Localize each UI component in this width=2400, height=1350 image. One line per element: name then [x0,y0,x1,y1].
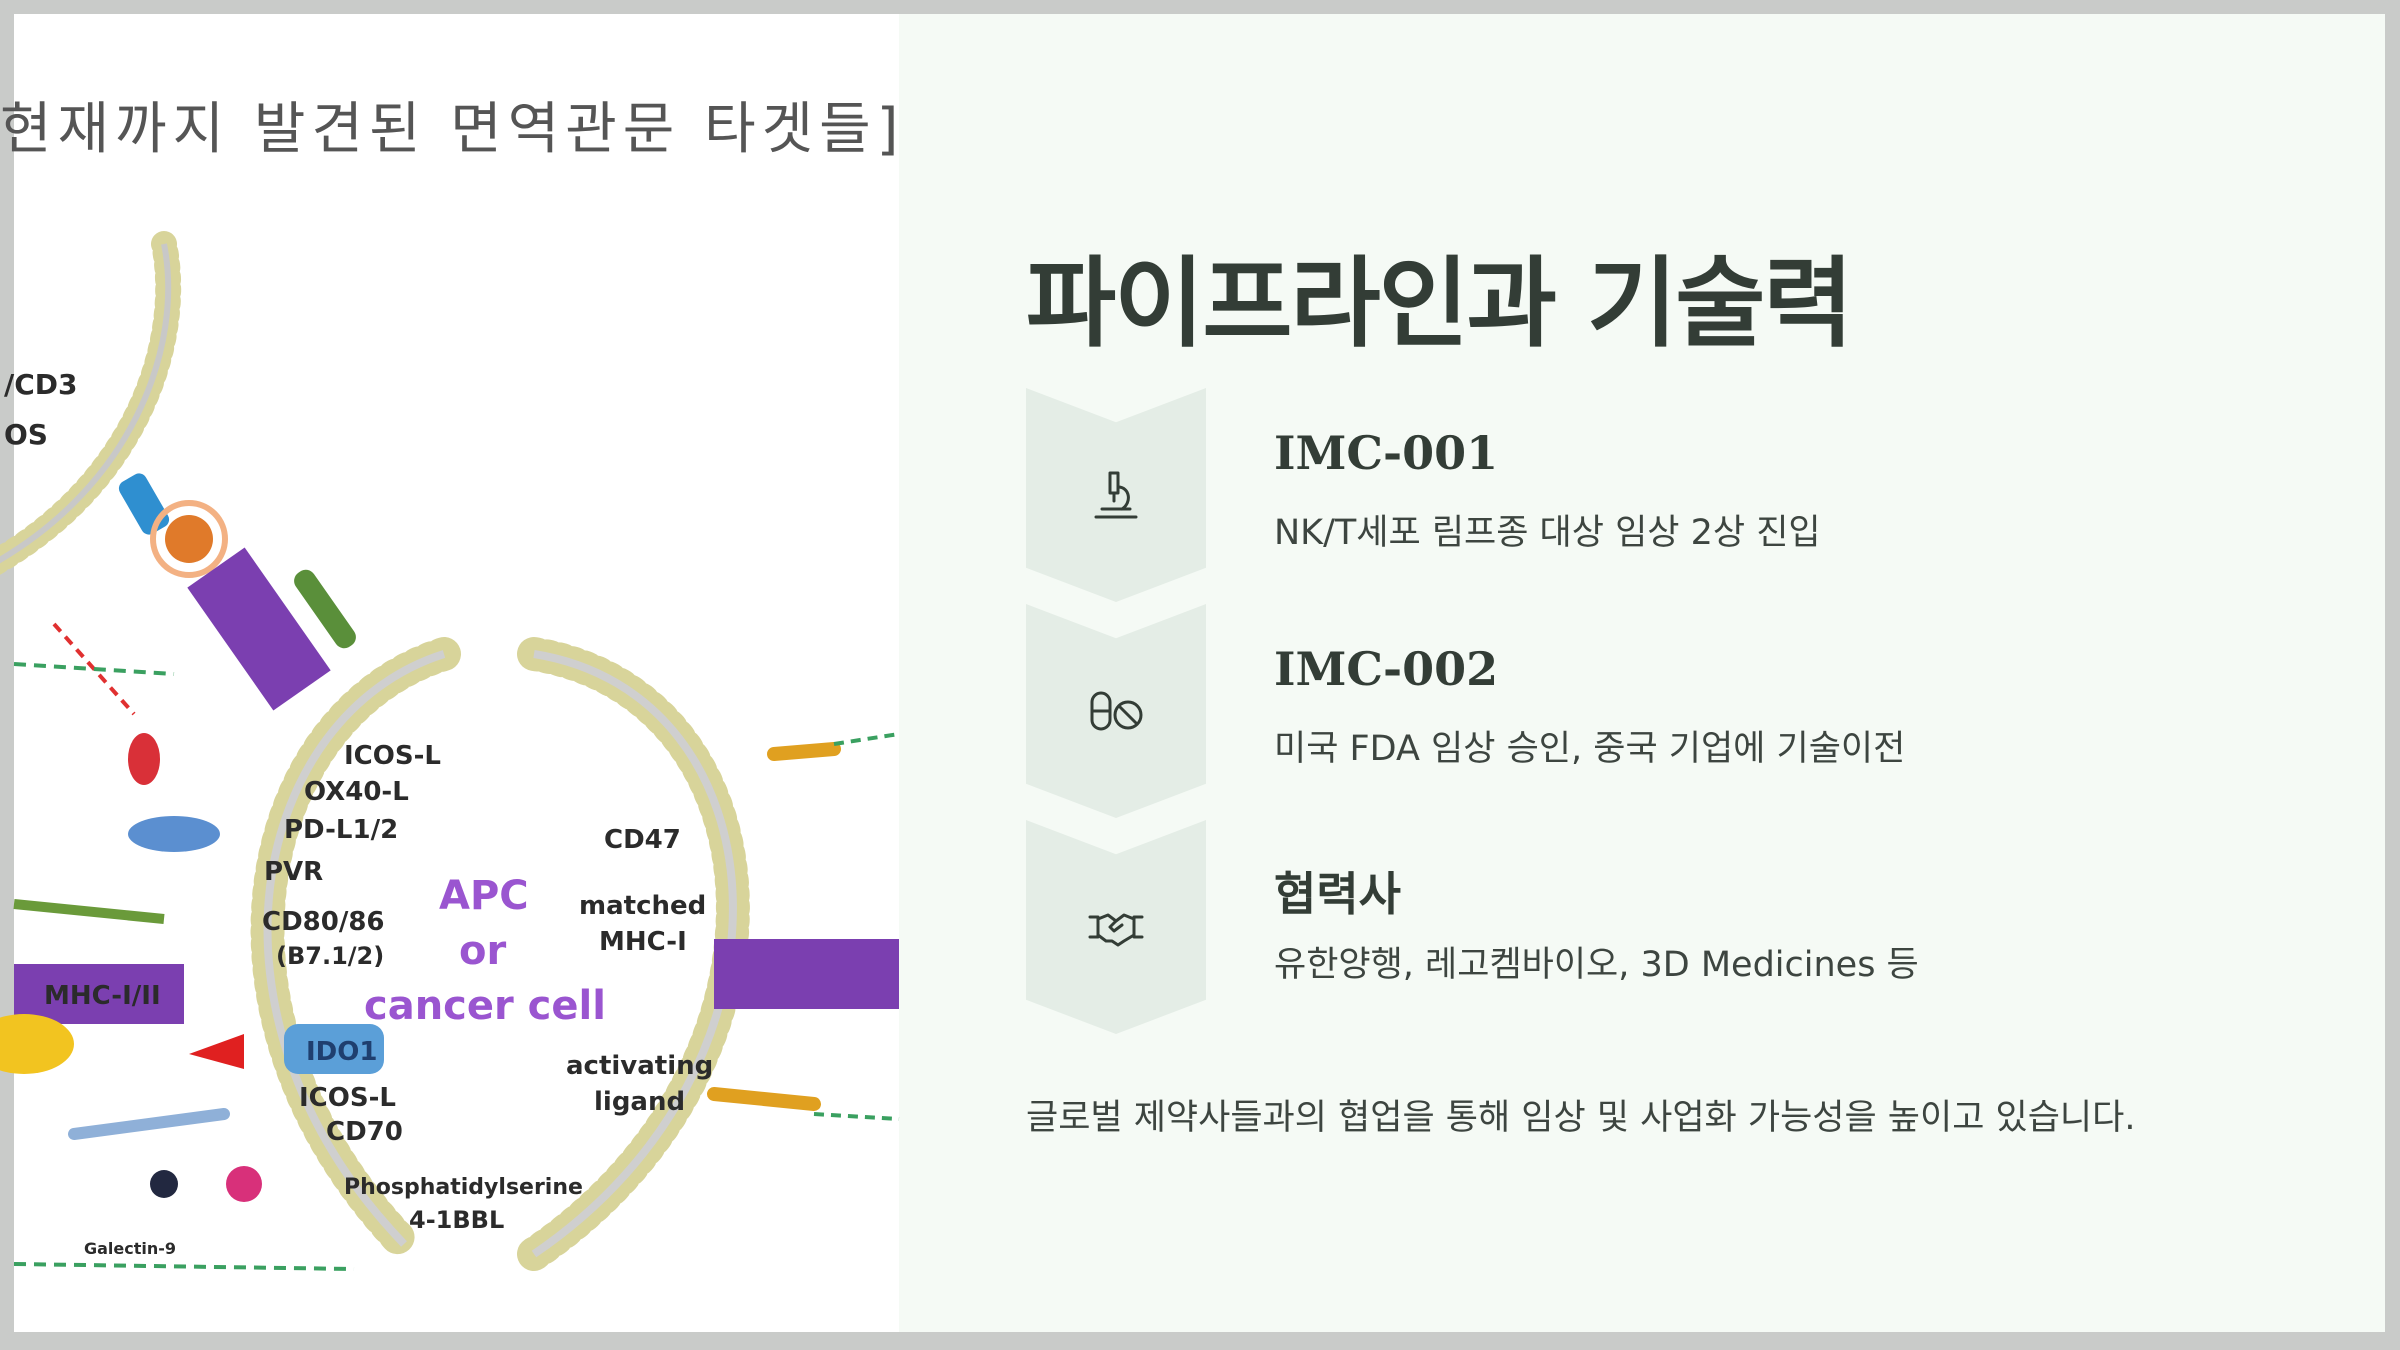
label-cd3: /CD3 [4,368,78,401]
label-activating: activating [566,1051,713,1081]
label-ox40-l: OX40-L [304,777,409,807]
label-matched: matched [579,891,706,921]
label-cd70: CD70 [326,1117,403,1147]
immune-checkpoint-diagram: 현재까지 발견된 면역관문 타겟들] [0,14,900,1332]
slide: 현재까지 발견된 면역관문 타겟들] [0,14,2385,1332]
label-4-1bbl: 4-1BBL [409,1206,504,1234]
microscope-icon [1094,471,1138,519]
handshake-icon [1088,913,1144,947]
label-mhc: MHC-I/II [44,981,161,1011]
label-galectin: Galectin-9 [84,1239,176,1258]
label-cd80-86: CD80/86 [262,907,385,937]
label-cancer-cell: cancer cell [364,983,606,1029]
label-b7: (B7.1/2) [276,942,384,970]
step-description: 유한양행, 레고켐바이오, 3D Medicines 등 [1274,945,1919,985]
label-apc: APC [439,873,529,919]
step-title: 협력사 [1274,867,1401,921]
label-ido1: IDO1 [306,1037,377,1067]
step-chevron [1026,388,1206,602]
diagram-graphic: /CD3 OS ICOS-L OX40-L PD-L1/2 PVR CD80/8… [0,231,900,1271]
label-pd-l1-2: PD-L1/2 [284,815,398,845]
pipeline-step-imc-002: IMC-002 미국 FDA 임상 승인, 중국 기업에 기술이전 [1026,604,2226,818]
label-icos-l-2: ICOS-L [299,1083,396,1113]
summary-text: 글로벌 제약사들과의 협업을 통해 임상 및 사업화 가능성을 높이고 있습니다… [1026,1098,2136,1138]
step-description: 미국 FDA 임상 승인, 중국 기업에 기술이전 [1274,729,1906,769]
pipeline-step-partners: 협력사 유한양행, 레고켐바이오, 3D Medicines 등 [1026,820,2226,1034]
diagram-heading: 현재까지 발견된 면역관문 타겟들] [0,97,905,162]
step-chevron [1026,604,1206,818]
label-cd47: CD47 [604,825,681,855]
step-title: IMC-001 [1274,426,1499,480]
step-chevron [1026,820,1206,1034]
label-pvr: PVR [264,857,323,887]
label-os: OS [4,418,48,451]
step-title: IMC-002 [1274,642,1499,696]
pipeline-step-imc-001: IMC-001 NK/T세포 림프종 대상 임상 2상 진입 [1026,388,2226,602]
label-mhc-i: MHC-I [599,927,687,957]
step-description: NK/T세포 림프종 대상 임상 2상 진입 [1274,513,1821,553]
page-title: 파이프라인과 기술력 [1026,247,1854,361]
label-or: or [459,928,506,974]
label-ligand: ligand [594,1087,685,1117]
label-phosphatidylserine: Phosphatidylserine [344,1175,583,1200]
label-icos-l: ICOS-L [344,741,441,771]
pills-icon [1090,691,1143,731]
